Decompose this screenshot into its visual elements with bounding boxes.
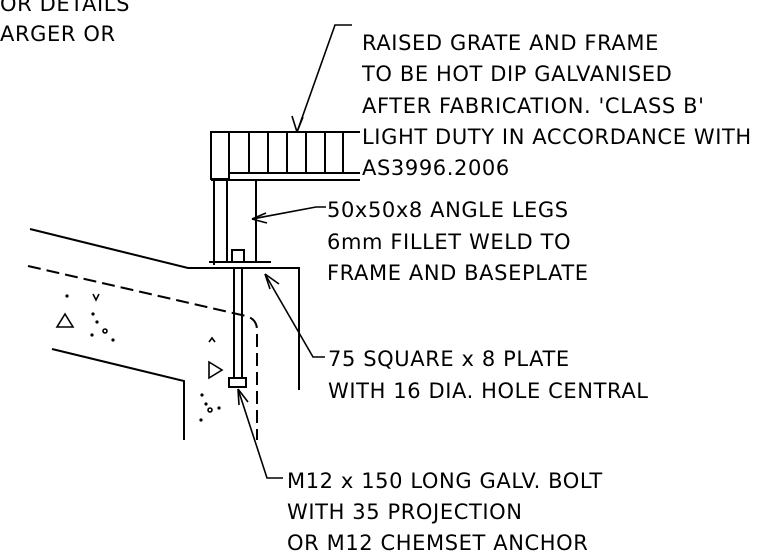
- note-line: OR DETAILS: [0, 0, 130, 16]
- aggregate-circle: [207, 407, 213, 413]
- reinforcement-bar: [27, 265, 258, 440]
- aggregate-circle: [102, 328, 108, 334]
- angle-legs-note: 50x50x8 ANGLE LEGS 6mm FILLET WELD TO FR…: [327, 198, 589, 285]
- base-plate: [209, 249, 271, 269]
- plate-leader-line: [264, 273, 325, 358]
- raised-grate-frame: [210, 131, 360, 181]
- note-line: ARGER OR: [0, 22, 116, 46]
- note-line: AFTER FABRICATION. 'CLASS B': [362, 94, 704, 118]
- angle-leader-line: [251, 206, 326, 220]
- grate-leader-arrow: [291, 115, 298, 133]
- concrete-outline: [29, 228, 300, 440]
- plate-leader-arrow: [264, 273, 271, 290]
- frame-end: [210, 131, 230, 180]
- leader-lines: [237, 24, 352, 479]
- note-line: LIGHT DUTY IN ACCORDANCE WITH: [362, 125, 752, 149]
- note-line: M12 x 150 LONG GALV. BOLT: [287, 469, 603, 493]
- concrete-aggregate: [55, 293, 224, 413]
- note-line: FRAME AND BASEPLATE: [327, 261, 589, 285]
- note-line: 6mm FILLET WELD TO: [327, 230, 571, 254]
- note-line: AS3996.2006: [362, 156, 510, 180]
- angle-leader-arrow: [251, 218, 268, 224]
- grate-leader-line: [296, 24, 352, 133]
- note-line: OR M12 CHEMSET ANCHOR: [287, 531, 589, 555]
- note-line: TO BE HOT DIP GALVANISED: [361, 62, 672, 86]
- concrete-inner-edge: [51, 348, 185, 440]
- bolt-note: M12 x 150 LONG GALV. BOLT WITH 35 PROJEC…: [287, 469, 603, 555]
- grate-note: RAISED GRATE AND FRAME TO BE HOT DIP GAL…: [361, 31, 752, 180]
- note-line: 50x50x8 ANGLE LEGS: [327, 198, 569, 222]
- top-left-partial-note: OR DETAILS ARGER OR: [0, 0, 130, 46]
- note-line: WITH 16 DIA. HOLE CENTRAL: [328, 379, 649, 403]
- bolt-leader-line: [237, 388, 283, 479]
- angle-leader-arrow: [251, 212, 267, 220]
- grate-leader-arrow: [296, 116, 304, 133]
- aggregate-tick: [92, 293, 100, 302]
- aggregate-dot: [65, 294, 69, 298]
- aggregate-dot: [95, 320, 99, 324]
- note-line: 75 SQUARE x 8 PLATE: [328, 347, 570, 371]
- bolt-leader-arrow: [237, 388, 240, 406]
- aggregate-tick: [208, 336, 216, 343]
- note-line: RAISED GRATE AND FRAME: [362, 31, 659, 55]
- note-line: WITH 35 PROJECTION: [287, 500, 523, 524]
- plate-leader-arrow: [264, 273, 280, 285]
- bolt-nut: [231, 249, 245, 263]
- angle-leg: [213, 180, 257, 265]
- bolt-leader-arrow: [237, 388, 249, 403]
- concrete-dots: [65, 294, 221, 422]
- aggregate-dot: [91, 312, 95, 316]
- plate-note: 75 SQUARE x 8 PLATE WITH 16 DIA. HOLE CE…: [328, 347, 649, 403]
- reinforcement-line: [27, 265, 258, 440]
- aggregate-dot: [90, 333, 94, 337]
- aggregate-dot: [199, 418, 203, 422]
- aggregate-dot: [217, 406, 221, 410]
- aggregate-dot: [200, 393, 204, 397]
- aggregate-triangle: [208, 360, 224, 380]
- aggregate-dot: [204, 402, 208, 406]
- aggregate-dot: [111, 338, 115, 342]
- anchor-bolt: [228, 268, 247, 388]
- aggregate-triangle: [55, 312, 75, 328]
- concrete-top-surface: [29, 228, 300, 390]
- bolt-head: [228, 377, 247, 388]
